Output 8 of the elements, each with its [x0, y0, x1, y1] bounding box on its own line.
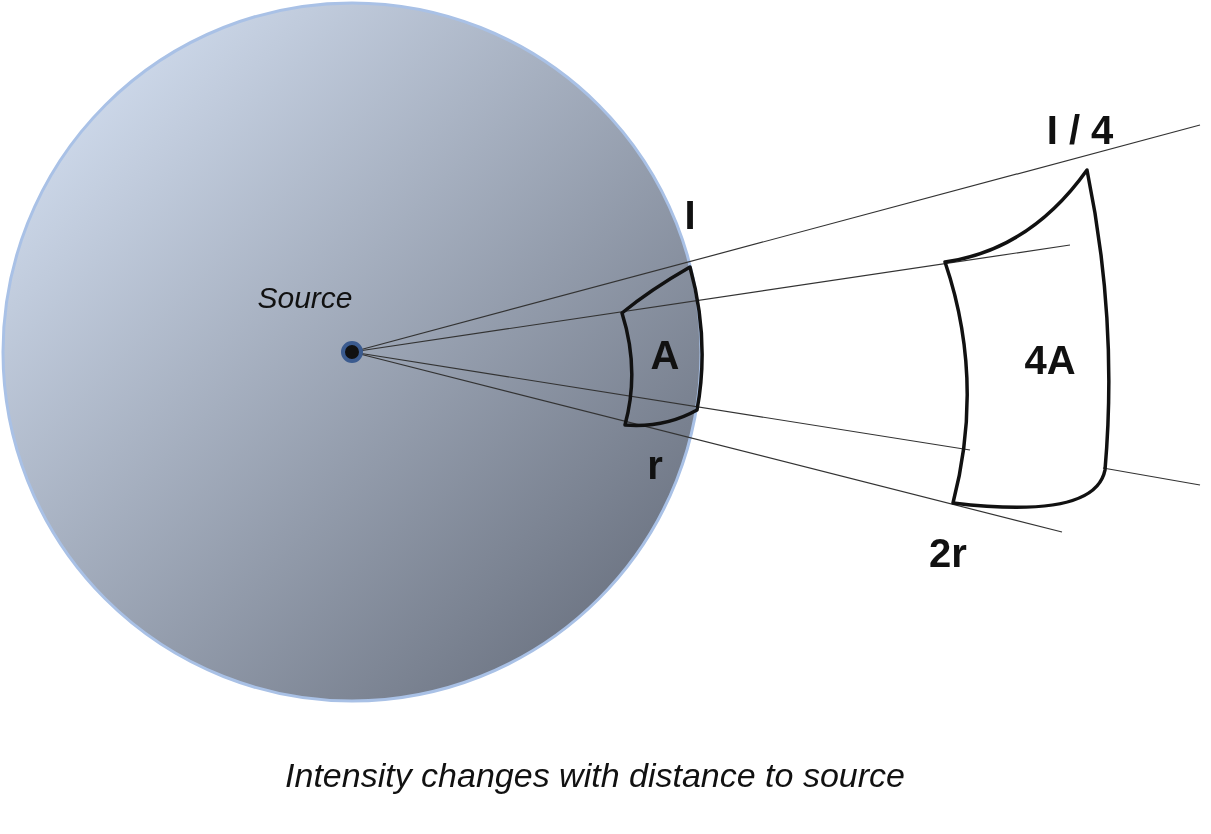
area-label: 4A — [1024, 340, 1076, 380]
source-label: Source — [257, 283, 353, 313]
distance-label: r — [647, 445, 663, 485]
intensity-label: I / 4 — [1046, 110, 1114, 150]
distance-label: 2r — [929, 533, 967, 573]
intensity-label: I — [684, 195, 696, 235]
caption: Intensity changes with distance to source — [285, 758, 905, 792]
area-label: A — [650, 335, 680, 375]
